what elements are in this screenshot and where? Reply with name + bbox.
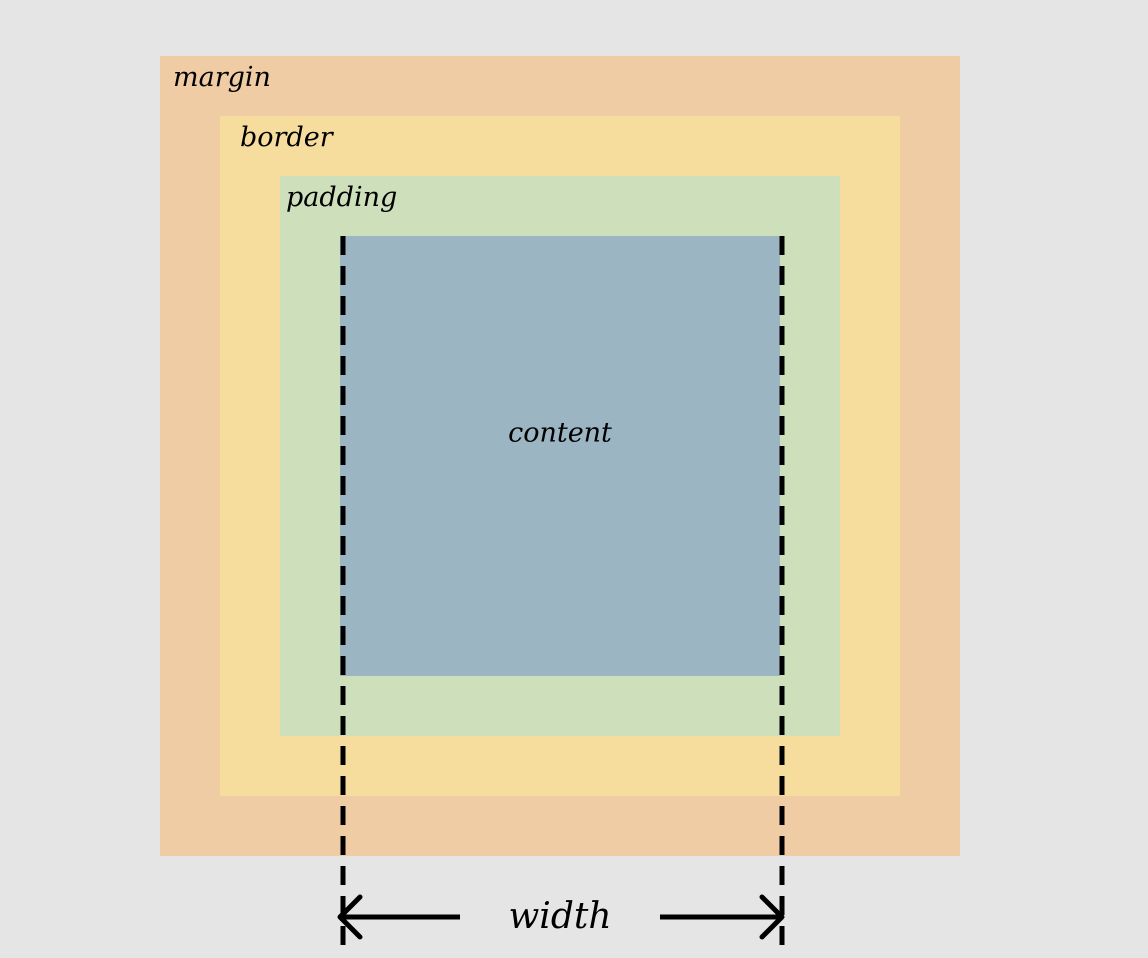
margin-label: margin	[173, 62, 271, 93]
content-label: content	[508, 417, 612, 449]
width-label: width	[508, 896, 612, 937]
padding-label: padding	[286, 182, 398, 213]
border-label: border	[240, 122, 333, 153]
right-arrow-head	[759, 894, 785, 940]
content-area	[340, 236, 780, 676]
left-arrow-head	[337, 894, 363, 940]
